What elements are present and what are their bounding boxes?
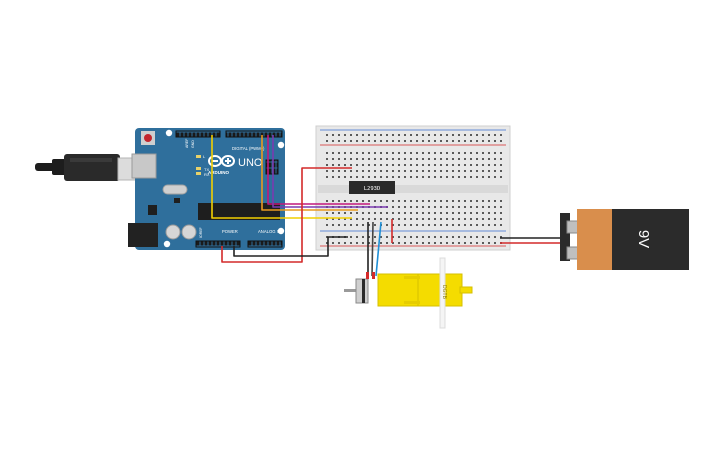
dc-gear-motor[interactable]: DGTB (344, 257, 473, 329)
arduino-uno-board[interactable]: UNO ARDUINO DIGITAL (PWM~) POWER ANALOG … (128, 128, 285, 250)
aref-label: AREF (185, 139, 189, 148)
power-header (195, 240, 241, 248)
usb-port (131, 153, 157, 179)
wires (211, 135, 562, 277)
digital-header-right (225, 130, 283, 138)
digital-header-left (175, 130, 221, 138)
analog-label: ANALOG IN (258, 229, 281, 234)
ic-label: L293D (364, 186, 381, 192)
wire-motor-blue[interactable] (375, 221, 382, 277)
battery-label: 9V (635, 230, 652, 248)
power-jack (128, 223, 158, 247)
usb-cable[interactable] (35, 154, 149, 181)
wire-red-5v[interactable] (221, 167, 352, 263)
battery-9v[interactable]: 9V (560, 209, 689, 270)
wire-yellow[interactable] (211, 135, 352, 219)
rx-label: RX (204, 172, 210, 177)
l-label: L (203, 154, 206, 159)
wire-orange[interactable] (261, 135, 358, 211)
l293d-chip[interactable]: L293D (349, 181, 395, 194)
arduino-label: ARDUINO (208, 170, 229, 175)
analog-header (247, 240, 283, 248)
wire-motor-gray[interactable] (371, 221, 374, 277)
ioref-label: IOREF (199, 227, 203, 238)
tx-label: TX (204, 167, 209, 172)
atmega-chip (198, 203, 280, 220)
uno-label: UNO (238, 157, 263, 169)
motor-label: DGTB (441, 285, 447, 300)
breadboard[interactable] (315, 125, 511, 251)
gnd-label: GND (191, 140, 195, 148)
wire-magenta[interactable] (267, 135, 370, 205)
power-label: POWER (222, 229, 238, 234)
digital-label: DIGITAL (PWM~) (232, 146, 265, 151)
wire-purple[interactable] (272, 135, 388, 208)
arduino-logo (208, 155, 235, 167)
wire-black-gnd[interactable] (233, 236, 348, 257)
